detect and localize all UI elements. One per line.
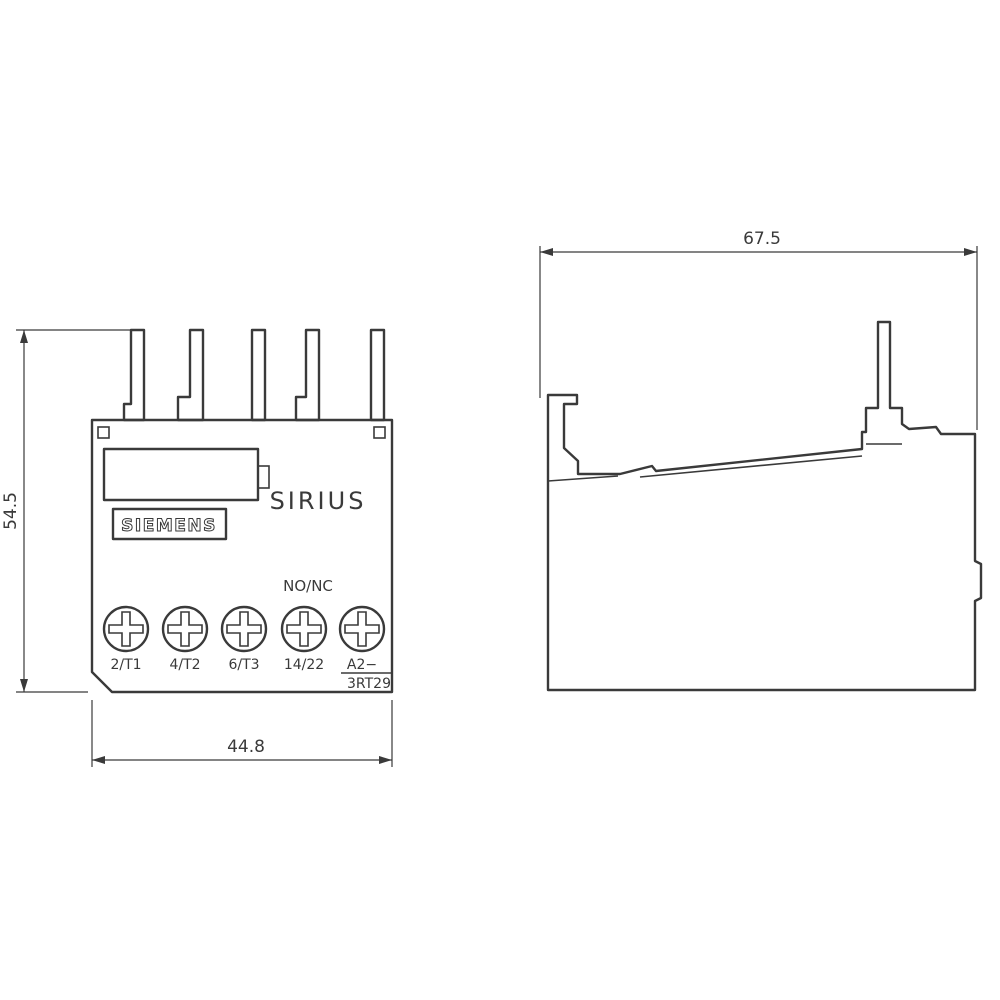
front-view: SIEMENS SIRIUS NO/NC 2/T1 4/T2 6/T3 bbox=[90, 328, 394, 694]
terminal-label-2: 4/T2 bbox=[169, 657, 200, 673]
terminal-screw-4 bbox=[280, 605, 328, 653]
label-window-tab bbox=[257, 465, 270, 489]
arrow-right-icon bbox=[964, 248, 977, 256]
terminal-screw-5 bbox=[338, 605, 386, 653]
screw-cross-icon bbox=[226, 611, 262, 647]
arrow-up-icon bbox=[20, 330, 28, 343]
series-text: SIRIUS bbox=[270, 487, 367, 515]
pin-4 bbox=[294, 328, 321, 422]
terminal-label-3: 6/T3 bbox=[228, 657, 259, 673]
terminal-screw-2 bbox=[161, 605, 209, 653]
corner-mark-left bbox=[97, 426, 110, 439]
dim-width-label: 44.8 bbox=[227, 737, 265, 757]
screw-head-icon bbox=[102, 605, 150, 653]
terminal-screw-3 bbox=[220, 605, 268, 653]
side-front-edge bbox=[547, 475, 619, 482]
side-cover-seam bbox=[639, 455, 863, 478]
screw-cross-icon bbox=[167, 611, 203, 647]
pin-2 bbox=[176, 328, 205, 422]
side-profile-outline bbox=[546, 320, 983, 692]
terminal-label-5: A2− bbox=[347, 657, 377, 673]
screw-head-icon bbox=[338, 605, 386, 653]
terminal-screw-1 bbox=[102, 605, 150, 653]
pin-1 bbox=[122, 328, 146, 422]
screw-cross-icon bbox=[286, 611, 322, 647]
screw-head-icon bbox=[161, 605, 209, 653]
side-view bbox=[546, 320, 983, 692]
arrow-left-icon bbox=[92, 756, 105, 764]
arrow-right-icon bbox=[379, 756, 392, 764]
model-text: 3RT29 bbox=[347, 676, 391, 692]
label-window bbox=[102, 447, 260, 502]
terminal-label-1: 2/T1 bbox=[110, 657, 141, 673]
dim-depth-label: 67.5 bbox=[743, 229, 781, 249]
arrow-left-icon bbox=[540, 248, 553, 256]
screw-head-icon bbox=[280, 605, 328, 653]
corner-mark-right bbox=[373, 426, 386, 439]
brand-plate bbox=[111, 507, 228, 541]
contact-marking: NO/NC bbox=[283, 577, 333, 595]
pin-5 bbox=[369, 328, 386, 422]
front-housing-outline bbox=[90, 418, 394, 694]
screw-cross-icon bbox=[344, 611, 380, 647]
dimension-height: 54.5 bbox=[1, 329, 130, 693]
dimension-width: 44.8 bbox=[91, 700, 393, 767]
terminal-label-4: 14/22 bbox=[284, 657, 324, 673]
pin-3 bbox=[250, 328, 267, 422]
brand-text: SIEMENS bbox=[121, 516, 217, 536]
arrow-down-icon bbox=[20, 679, 28, 692]
dimension-depth: 67.5 bbox=[539, 229, 978, 430]
screw-head-icon bbox=[220, 605, 268, 653]
dim-height-label: 54.5 bbox=[1, 492, 21, 530]
screw-cross-icon bbox=[108, 611, 144, 647]
